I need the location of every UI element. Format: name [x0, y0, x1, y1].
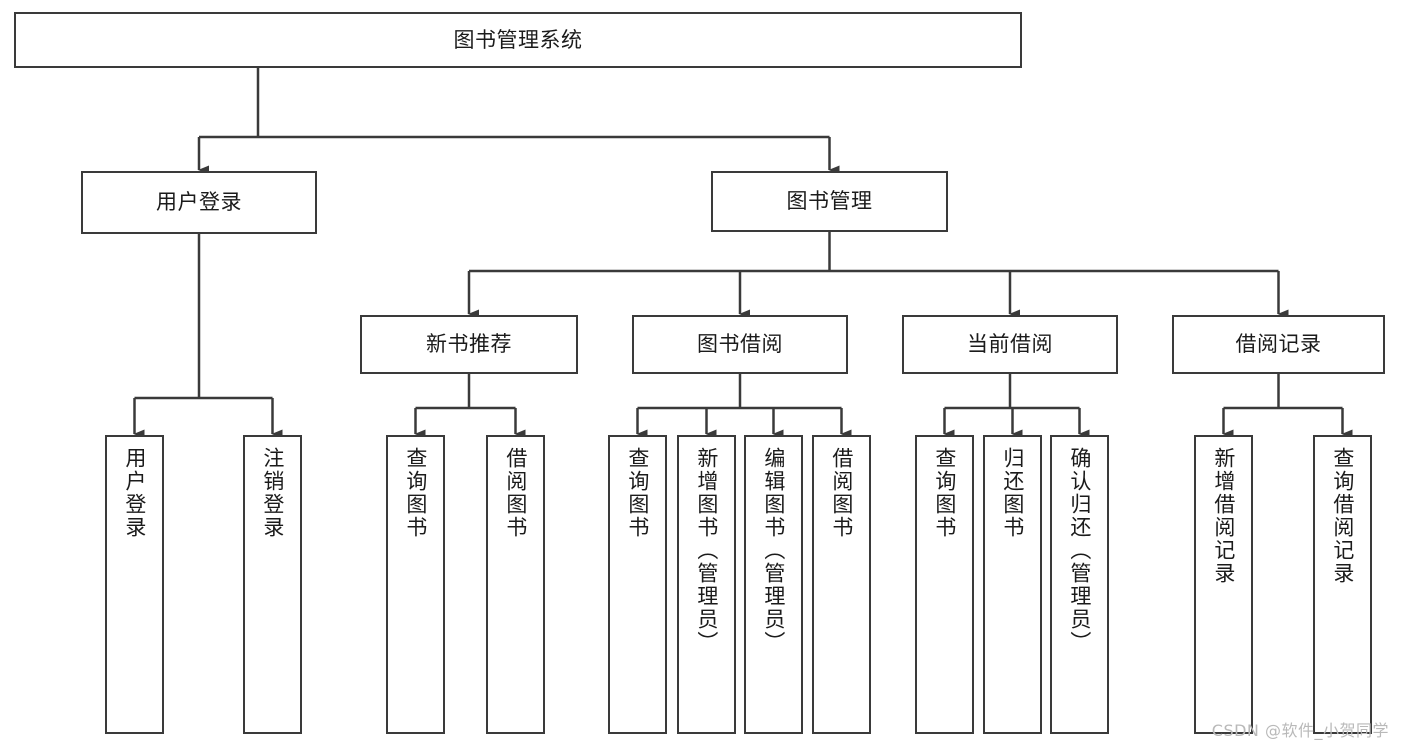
leaf-node-label: 借阅图书: [503, 447, 528, 539]
leaf-node-label: 新增图书（管理员）: [694, 447, 719, 654]
leaf-node[interactable]: 借阅图书: [812, 435, 871, 734]
leaf-node-label: 查询借阅记录: [1330, 447, 1355, 585]
node-book-borrowing[interactable]: 图书借阅: [632, 315, 848, 374]
leaf-node[interactable]: 确认归还（管理员）: [1050, 435, 1109, 734]
node-borrow-records[interactable]: 借阅记录: [1172, 315, 1385, 374]
leaf-node[interactable]: 归还图书: [983, 435, 1042, 734]
node-label: 图书借阅: [697, 332, 783, 357]
leaf-node-label: 查询图书: [403, 447, 428, 539]
leaf-node-label: 编辑图书（管理员）: [761, 447, 786, 654]
leaf-node[interactable]: 新增图书（管理员）: [677, 435, 736, 734]
node-current-borrowing[interactable]: 当前借阅: [902, 315, 1118, 374]
leaf-node[interactable]: 借阅图书: [486, 435, 545, 734]
node-label: 用户登录: [156, 190, 242, 215]
leaf-node[interactable]: 查询借阅记录: [1313, 435, 1372, 734]
node-label: 借阅记录: [1235, 332, 1322, 357]
leaf-node[interactable]: 注销登录: [243, 435, 302, 734]
node-label: 图书管理系统: [453, 27, 583, 52]
leaf-node[interactable]: 编辑图书（管理员）: [744, 435, 803, 734]
leaf-node-label: 用户登录: [122, 447, 147, 539]
leaf-node[interactable]: 查询图书: [915, 435, 974, 734]
node-new-book-recommendation[interactable]: 新书推荐: [360, 315, 578, 374]
edges: [133, 68, 1353, 439]
leaf-node[interactable]: 用户登录: [105, 435, 164, 734]
leaf-node-label: 归还图书: [1000, 447, 1025, 539]
leaf-node-label: 注销登录: [260, 447, 285, 539]
leaf-node-label: 查询图书: [625, 447, 650, 539]
leaf-node-label: 借阅图书: [829, 447, 854, 539]
leaf-node[interactable]: 新增借阅记录: [1194, 435, 1253, 734]
node-user-login[interactable]: 用户登录: [81, 171, 317, 234]
node-label: 当前借阅: [967, 332, 1053, 357]
watermark: CSDN @软件_小贺同学: [1211, 721, 1389, 740]
leaf-node[interactable]: 查询图书: [608, 435, 667, 734]
leaf-node[interactable]: 查询图书: [386, 435, 445, 734]
leaf-node-label: 新增借阅记录: [1211, 447, 1236, 585]
leaf-node-label: 查询图书: [932, 447, 957, 539]
node-root[interactable]: 图书管理系统: [14, 12, 1022, 68]
node-book-management[interactable]: 图书管理: [711, 171, 948, 232]
node-label: 图书管理: [786, 189, 873, 214]
leaf-node-label: 确认归还（管理员）: [1067, 447, 1092, 654]
node-label: 新书推荐: [426, 332, 512, 357]
